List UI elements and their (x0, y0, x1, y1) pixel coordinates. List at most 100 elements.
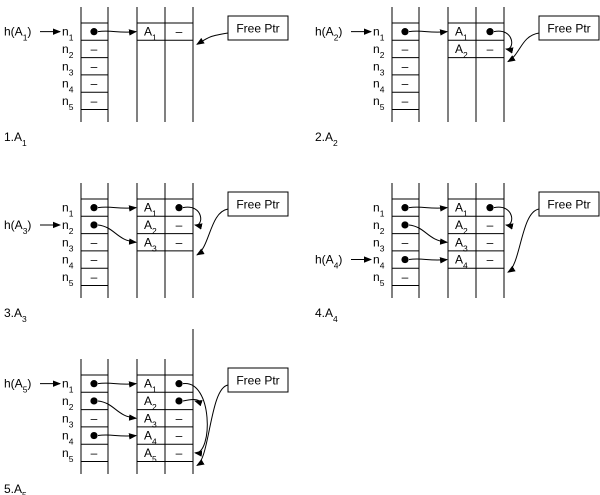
slot-label-prefix: n (373, 270, 380, 284)
slot-label-sub: 1 (69, 33, 74, 43)
slot-label-sub: 2 (69, 226, 74, 236)
free-ptr-box (227, 15, 289, 41)
slot-label-sub: 1 (380, 209, 385, 219)
panel-caption: 1.A1 (4, 130, 27, 148)
hash-label: h(A2) (315, 25, 342, 43)
slot-empty-mark: – (91, 253, 98, 267)
slot-to-item-arrow (408, 205, 448, 212)
hash-label-main: A (326, 25, 334, 39)
slot-pointer-dot (90, 28, 98, 36)
slot-label-prefix: n (373, 42, 380, 56)
next-pointer-dot (175, 204, 183, 212)
item-label-A3-sub: 3 (463, 243, 468, 253)
item-label-A3-main: A (144, 235, 152, 249)
next-pointer-dot (175, 397, 183, 405)
next-empty-mark: – (176, 446, 183, 460)
chain-arrow (493, 30, 514, 54)
slot-to-item-arrow (408, 29, 448, 36)
chain-arrow (182, 399, 203, 407)
next-empty-mark: – (176, 235, 183, 249)
item-label-A1-main: A (455, 201, 463, 215)
item-label-A1-sub: 1 (152, 385, 157, 395)
panel-caption-main: 5.A (4, 482, 22, 495)
slot-empty-mark: – (91, 270, 98, 284)
slot-pointer-dot (90, 204, 98, 212)
item-label-A1-sub: 1 (152, 33, 157, 43)
item-label-A3-sub: 3 (152, 243, 157, 253)
panel-caption-sub: 4 (333, 314, 338, 324)
panel-caption-sub: 1 (22, 138, 27, 148)
free-ptr-label: Free Ptr (547, 22, 590, 36)
slot-label-n2: n2 (373, 218, 385, 236)
item-label-A2-sub: 2 (463, 226, 468, 236)
hash-label-sub: 5 (23, 385, 28, 395)
item-label-A2: A2 (455, 42, 468, 60)
slot-pointer-dot (401, 28, 409, 36)
slot-label-sub: 2 (69, 50, 74, 60)
slot-label-n3: n3 (62, 235, 74, 253)
hash-label-main: A (15, 377, 23, 391)
item-label-A3: A3 (144, 411, 157, 429)
panel-caption-main: 2.A (315, 130, 333, 144)
hash-label-main: A (326, 253, 334, 267)
slot-label-sub: 3 (69, 243, 74, 253)
slot-label-prefix: n (62, 394, 69, 408)
item-label-A2: A2 (144, 218, 157, 236)
slot-to-item-arrow (97, 433, 137, 440)
item-label-A4: A4 (455, 253, 468, 271)
item-label-A1-main: A (144, 377, 152, 391)
slot-pointer-dot (90, 397, 98, 405)
next-empty-mark: – (176, 411, 183, 425)
next-empty-mark: – (176, 429, 183, 443)
item-label-A5-main: A (144, 446, 152, 460)
slot-label-sub: 4 (69, 261, 74, 271)
item-label-A3-main: A (455, 235, 463, 249)
chain-arrow (182, 383, 208, 457)
slot-label-n1: n1 (62, 25, 74, 43)
hash-label: h(A1) (4, 25, 31, 43)
hash-label-suffix: ) (338, 25, 342, 39)
next-pointer-dot (175, 380, 183, 388)
slot-label-sub: 4 (69, 85, 74, 95)
slot-empty-mark: – (402, 94, 409, 108)
chain-arrow (493, 206, 514, 230)
hash-label-suffix: ) (27, 218, 31, 232)
hash-label-suffix: ) (27, 377, 31, 391)
slot-empty-mark: – (402, 59, 409, 73)
item-label-A4-sub: 4 (152, 437, 157, 447)
panel-caption-main: 4.A (315, 306, 333, 320)
slot-empty-mark: – (91, 411, 98, 425)
slot-pointer-dot (401, 204, 409, 212)
slot-label-prefix: n (373, 25, 380, 39)
free-ptr-arrow (196, 208, 229, 256)
hash-label-prefix: h( (315, 253, 326, 267)
hash-label-sub: 3 (23, 226, 28, 236)
slot-label-prefix: n (62, 59, 69, 73)
slot-empty-mark: – (91, 94, 98, 108)
slot-label-n3: n3 (62, 411, 74, 429)
slot-to-item-arrow (97, 29, 137, 36)
slot-label-prefix: n (62, 429, 69, 443)
panel-caption-sub: 5 (22, 490, 27, 495)
free-ptr-label: Free Ptr (547, 198, 590, 212)
slot-label-prefix: n (62, 411, 69, 425)
slot-pointer-dot (90, 431, 98, 440)
slot-to-item-arrow (408, 224, 448, 245)
slot-label-n5: n5 (62, 94, 74, 112)
item-label-A1: A1 (455, 201, 468, 219)
slot-label-n3: n3 (373, 235, 385, 253)
slot-label-n1: n1 (62, 377, 74, 395)
item-label-A3-sub: 3 (152, 419, 157, 429)
chain-arrow (182, 206, 203, 230)
slot-label-prefix: n (62, 201, 69, 215)
slot-label-sub: 5 (380, 102, 385, 112)
free-ptr-label: Free Ptr (236, 374, 279, 388)
slot-empty-mark: – (91, 446, 98, 460)
slot-empty-mark: – (402, 270, 409, 284)
panel-caption: 4.A4 (315, 306, 338, 324)
hash-label-prefix: h( (4, 377, 15, 391)
slot-pointer-dot (90, 221, 98, 229)
slot-empty-mark: – (402, 77, 409, 91)
